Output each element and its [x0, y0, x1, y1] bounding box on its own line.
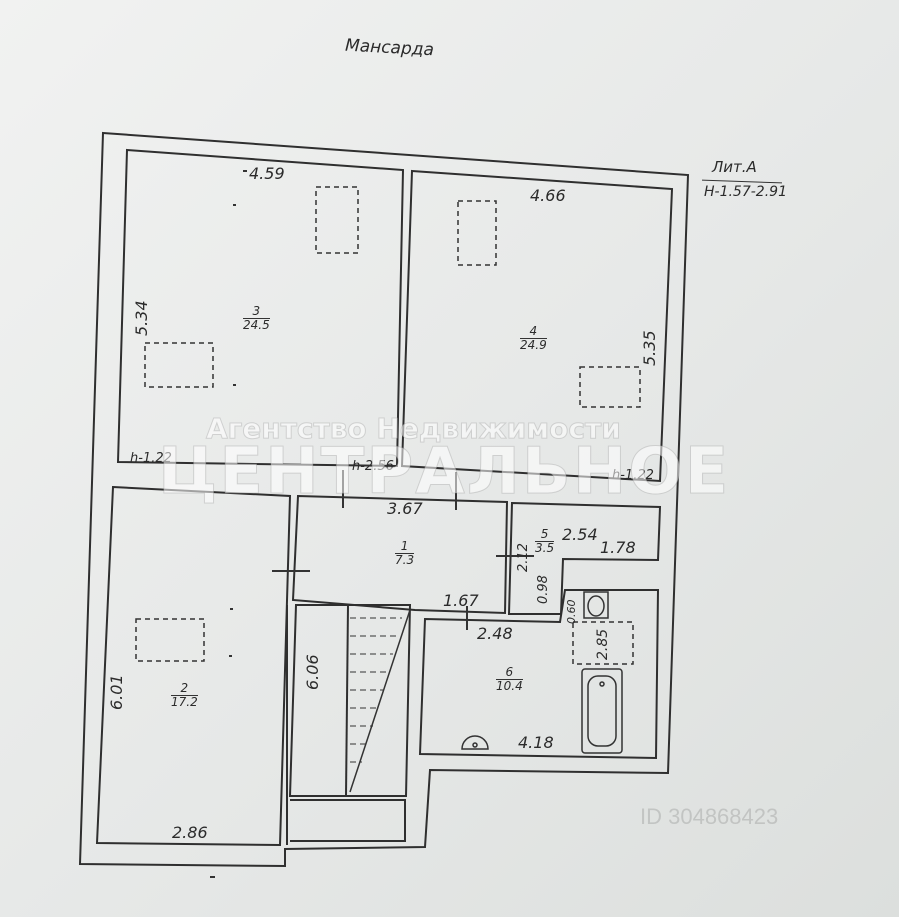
- stair-corridor: [290, 799, 406, 842]
- dot-marks: [210, 170, 247, 878]
- skylight-r4-b: [579, 366, 641, 408]
- room-6-outline: [418, 589, 660, 760]
- dim-r6-bottom: 4.18: [518, 733, 554, 752]
- dim-r3-left: 5.34: [132, 300, 151, 336]
- watermark-line1: Агентство Недвижимости: [206, 412, 622, 445]
- sink: [461, 735, 489, 750]
- skylight-r2: [135, 618, 205, 662]
- toilet: [583, 591, 609, 619]
- room-2-outline: [95, 485, 292, 847]
- stair-treads: [350, 617, 402, 763]
- lit-height: Н-1.57-2.91: [704, 184, 787, 200]
- skylight-r4-a: [457, 200, 497, 266]
- dim-r4-top: 4.66: [530, 186, 566, 205]
- h-mid: h-2.56: [352, 459, 394, 474]
- skylight-r3-b: [144, 342, 214, 388]
- lit-label: Лит.А: [712, 158, 757, 176]
- bathtub: [581, 668, 623, 754]
- skylight-r6: [572, 621, 634, 665]
- door-marks: [272, 470, 534, 630]
- room-1-outline: [291, 494, 509, 615]
- dim-r5-d: 0.98: [536, 575, 551, 604]
- watermark-line2: ЦЕНТРАЛЬНОЕ: [157, 435, 731, 509]
- stair-diagonal: [349, 609, 411, 793]
- dim-r5-b: 1.78: [600, 538, 636, 557]
- h-right: h-1.22: [612, 468, 654, 483]
- dim-r4-right: 5.35: [640, 330, 659, 366]
- dim-r5-c: 2.12: [516, 543, 531, 572]
- dim-r2-bottom: 2.86: [172, 823, 208, 842]
- dim-r1-bottom: 1.67: [443, 591, 479, 610]
- watermark-id: ID 304868423: [640, 804, 779, 829]
- dim-r2-left: 6.01: [107, 674, 126, 710]
- dim-r3-top: 4.59: [249, 164, 285, 183]
- room-4-outline: [400, 169, 674, 483]
- dim-r6-top: 2.48: [477, 624, 513, 643]
- skylight-r3-a: [315, 186, 359, 254]
- dim-r6-small: 0.60: [565, 599, 578, 625]
- outer-wall: [78, 131, 690, 868]
- dim-stair: 6.06: [303, 654, 322, 690]
- dim-r6-side: 2.85: [595, 628, 611, 660]
- room-3-outline: [116, 148, 405, 468]
- stairwell-outline: [288, 604, 412, 797]
- dim-r5-a: 2.54: [562, 525, 598, 544]
- h-left: h-1.22: [130, 451, 172, 466]
- skylights: [135, 186, 641, 665]
- room-5-outline: [507, 501, 662, 615]
- dim-r1-top: 3.67: [387, 499, 423, 518]
